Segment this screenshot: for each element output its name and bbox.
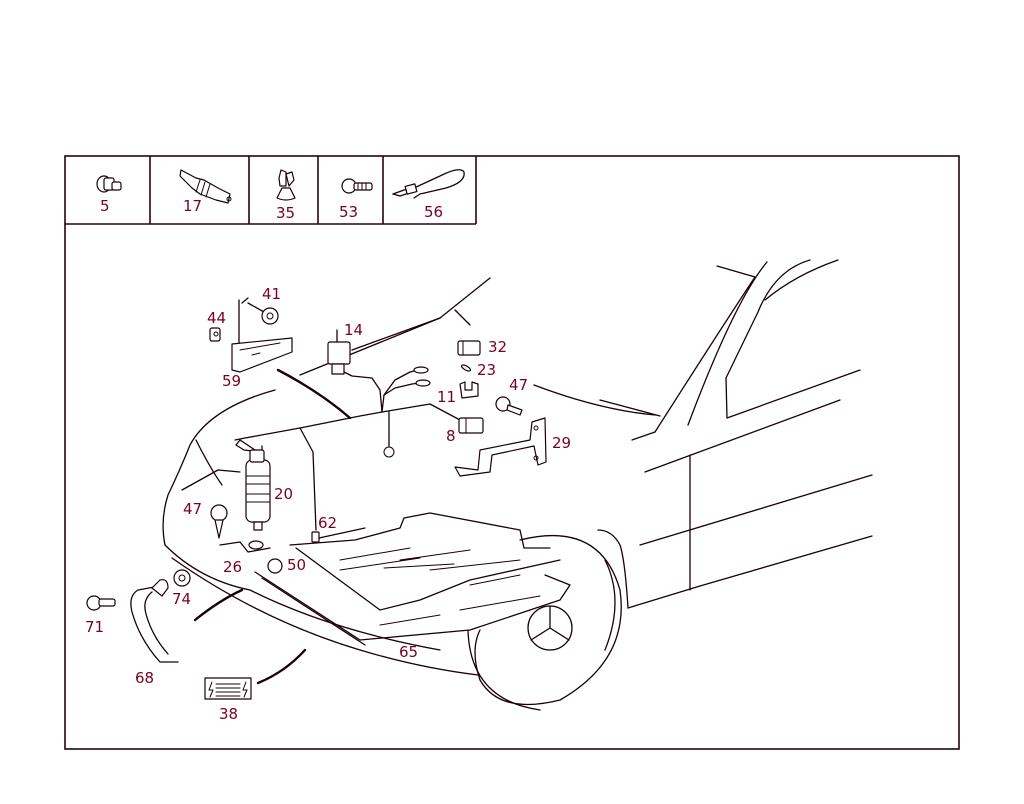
legend-item-53[interactable]: 53 [339,178,373,221]
assembly-arrows [193,368,352,685]
legend-item-35[interactable]: 35 [276,169,296,222]
plug-icon [96,175,122,193]
legend-item-17[interactable]: 17 [179,169,232,215]
grommet-sleeve-icon [179,169,232,204]
callout-68: 68 [135,669,154,687]
callout-59: 59 [222,372,241,390]
legend-label: 56 [424,203,443,221]
relay-8[interactable]: 8 [446,417,484,445]
nut-50[interactable]: 50 [267,556,306,574]
bolt-71[interactable]: 71 [85,595,116,636]
bolt-41[interactable]: 41 [241,285,281,325]
callout-62: 62 [318,514,337,532]
nut-74[interactable]: 74 [172,569,191,608]
callout-74: 74 [172,590,191,608]
callout-20: 20 [274,485,293,503]
sensor-14[interactable]: 14 [327,317,441,375]
mount-26[interactable]: 26 [219,540,271,576]
legend-strip: 5 17 35 53 [65,156,477,225]
bolt-47-upper[interactable]: 47 [495,376,528,416]
pump-20[interactable]: 20 [239,439,293,531]
nut-44[interactable]: 44 [207,309,226,342]
legend-item-5[interactable]: 5 [96,175,122,215]
legend-label: 17 [183,197,202,215]
connector-62[interactable]: 62 [311,514,366,543]
bracket-59[interactable]: 59 [222,299,293,390]
callout-29: 29 [552,434,571,452]
legend-label: 5 [100,197,110,215]
legend-label: 35 [276,204,295,222]
callout-65: 65 [399,643,418,661]
bolt-47-lower[interactable]: 47 [183,500,228,539]
callout-50: 50 [287,556,306,574]
callout-14: 14 [344,321,363,339]
car-body-outline [162,259,873,711]
warning-label-38[interactable]: 38 [204,677,252,723]
strap-68[interactable]: 68 [130,579,179,687]
callout-26: 26 [223,558,242,576]
fuse-23[interactable]: 23 [460,361,496,379]
callout-23: 23 [477,361,496,379]
underbody-panel-65[interactable]: 65 [254,512,571,661]
callout-47-upper: 47 [509,376,528,394]
callout-32: 32 [488,338,507,356]
cable-tie-icon [392,169,465,199]
diagram-border [64,155,960,750]
legend-label: 53 [339,203,358,221]
callout-71: 71 [85,618,104,636]
bracket-29[interactable]: 29 [454,417,571,477]
callout-41: 41 [262,285,281,303]
callout-38: 38 [219,705,238,723]
callout-11: 11 [437,388,456,406]
wiring-harness [234,366,461,531]
screw-icon [341,178,373,194]
callout-44: 44 [207,309,226,327]
clip-icon [276,169,296,201]
legend-item-56[interactable]: 56 [392,169,465,221]
relay-cover-32[interactable]: 32 [457,338,507,356]
holder-11[interactable]: 11 [437,381,479,406]
callout-47-lower: 47 [183,500,202,518]
callout-8: 8 [446,427,456,445]
